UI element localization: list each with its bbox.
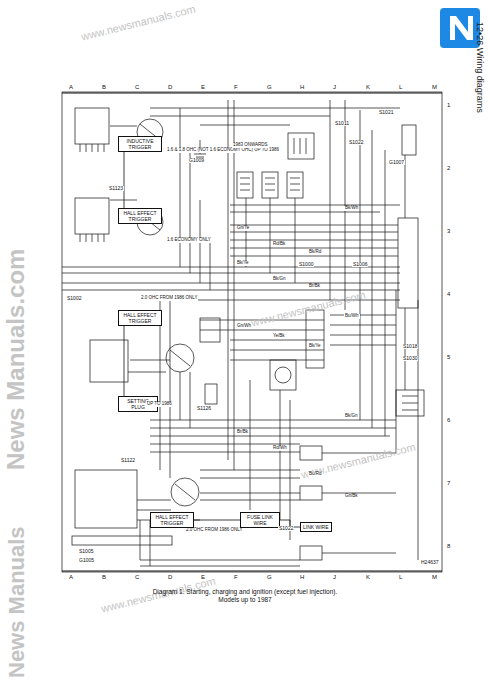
splice-code: S1000 [298,262,314,267]
wire-colour-code: Br/Bk [308,284,321,289]
publisher-logo [440,8,480,48]
wire-colour-code: Rd/Bk [272,242,286,247]
component-label: LINK WIRE [303,524,329,530]
wire-colour-code: Br/Bk [236,430,249,435]
grid-reference: 8 [446,543,451,549]
component-box: FUSE LINK WIRE [240,512,280,528]
splice-code: S1021 [378,110,394,115]
wire-colour-code: Bk/Ye [308,344,322,349]
grid-reference: 6 [446,417,451,423]
grid-reference: M [431,574,438,580]
wire-colour-code: Bk/Wh [344,206,359,211]
watermark: News Manuals.com [4,249,28,470]
diagram-caption: Diagram 1. Starting, charging and igniti… [150,588,340,604]
grid-reference: E [200,84,206,90]
wire-colour-code: Gn/Ye [236,226,250,231]
diagram-frame [62,92,442,572]
component-box: HALL EFFECT TRIGGER [118,310,162,326]
splice-code: S1011 [334,121,350,126]
splice-code: S1030 [402,356,418,361]
page-header: 12•26 Wiring diagrams [475,22,484,113]
model-note: 1.6 ECONOMY ONLY [166,238,212,243]
model-note: UP TO 1986 [146,402,173,407]
splice-code: S1018 [402,344,418,349]
model-note: 2.0 OHC FROM 1986 ONLY [185,528,243,533]
wire-colour-code: Bk/Rd [308,250,322,255]
component-box: INDUCTIVE TRIGGER [118,136,162,152]
component-box: LINK WIRE [300,522,332,532]
grid-reference: D [167,84,173,90]
grid-reference: L [398,574,403,580]
grid-reference: M [431,84,438,90]
grid-reference: D [167,574,173,580]
grid-reference: 4 [446,291,451,297]
grid-reference: F [233,574,239,580]
grid-reference: J [332,84,337,90]
wire-colour-code: Bk/Gn [344,414,359,419]
wire-colour-code: Bu/Rd [308,472,323,477]
grid-reference: H [299,84,305,90]
grid-reference: H [299,574,305,580]
model-note: 2.0 OHC FROM 1986 ONLY [140,296,198,301]
grid-reference: A [68,84,74,90]
grid-reference: A [68,574,74,580]
component-label: HALL EFFECT TRIGGER [121,210,159,222]
splice-code: S1022 [278,526,294,531]
grid-reference: J [332,574,337,580]
grid-reference: G [266,574,273,580]
wire [194,520,240,521]
grid-reference: 7 [446,480,451,486]
splice-code: G1009 [188,158,205,163]
wire-colour-code: Bk/Gn [272,277,287,282]
grid-reference: K [365,84,371,90]
drawing-number: H24637 [420,560,440,565]
grid-reference: G [266,84,273,90]
component-label: INDUCTIVE TRIGGER [121,138,159,150]
wire-colour-code: Gn/Wh [236,324,252,329]
model-note: 1.6 & 1.8 OHC (NOT 1.6 ECONOMY OHC) UP T… [166,148,280,153]
model-note: 1983 ONWARDS [232,143,269,148]
splice-code: S1022 [348,140,364,145]
grid-reference: 3 [446,228,451,234]
component-label: HALL EFFECT TRIGGER [121,312,159,324]
component-box: HALL EFFECT TRIGGER [150,512,194,528]
grid-reference: F [233,84,239,90]
component-label: HALL EFFECT TRIGGER [153,514,191,526]
splice-code: S1002 [66,296,82,301]
grid-reference: C [134,574,140,580]
wire-colour-code: Bk/Ye [236,261,250,266]
grid-reference: C [134,84,140,90]
splice-code: S1122 [120,458,136,463]
wire-colour-code: Rd/Wh [272,446,288,451]
grid-reference: K [365,574,371,580]
watermark: www.newsmanuals.com [80,4,197,43]
splice-code: S1123 [108,186,124,191]
splice-code: G1007 [388,160,405,165]
splice-code: S1006 [352,262,368,267]
wire [124,152,125,208]
grid-reference: 5 [446,354,451,360]
wire-colour-code: Ye/Bk [272,334,286,339]
grid-reference: 1 [446,102,451,108]
splice-code: S1126 [196,406,212,411]
grid-reference: B [101,84,107,90]
grid-reference: 2 [446,165,451,171]
watermark: www.newsmanuals.com [100,576,217,615]
wire-colour-code: Gn/Bk [344,494,359,499]
wire-colour-code: Bu/Wh [344,314,360,319]
grid-reference: L [398,84,403,90]
component-box: HALL EFFECT TRIGGER [118,208,162,224]
grid-reference: B [101,574,107,580]
splice-code: S1005 [78,549,94,554]
watermark: News Manuals [6,526,28,678]
watermark: www.newsmanuals.com [250,290,367,329]
wire [124,326,125,396]
component-label: FUSE LINK WIRE [243,514,277,526]
splice-code: G1005 [78,558,95,563]
